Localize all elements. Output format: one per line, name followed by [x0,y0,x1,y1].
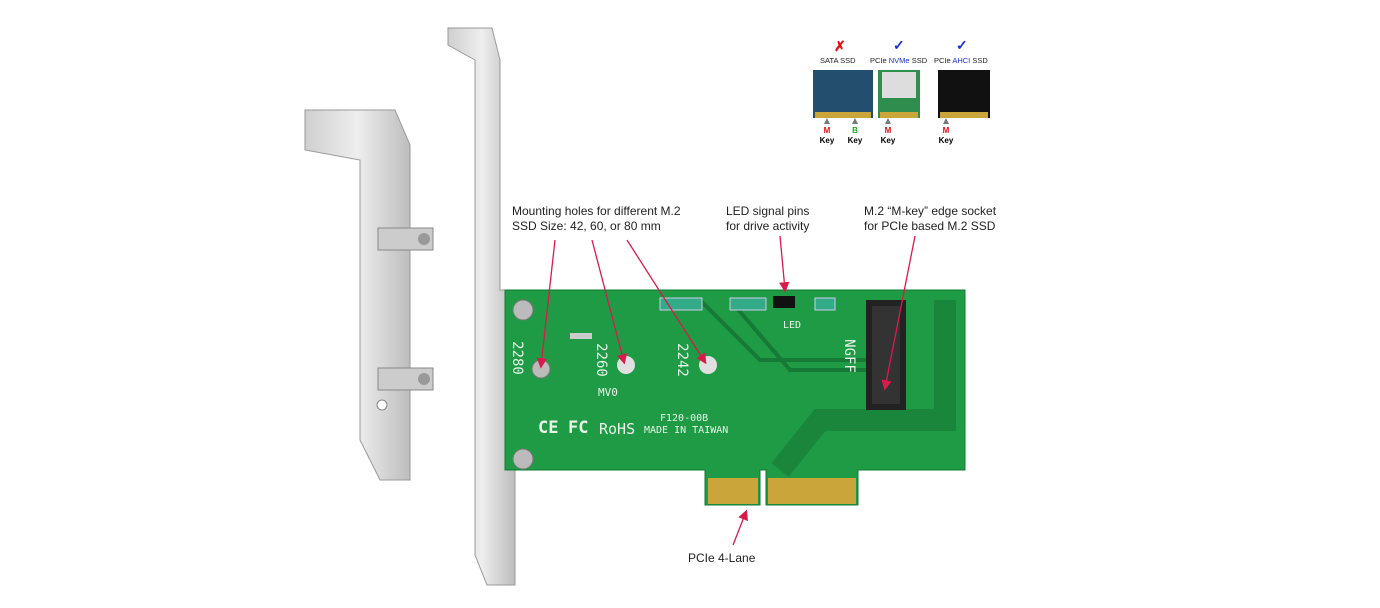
key-letter: M [942,126,950,135]
pcie-lane-annotation: PCIe 4-Lane [688,551,756,565]
mounting-holes-annotation: Mounting holes for different M.2 SSD Siz… [512,204,681,234]
key-letter: B [852,126,858,135]
pcb-label-rohs: RoHS [599,420,636,438]
pcb-label-led: LED [783,320,802,331]
annotation-line: LED signal pins [726,204,810,218]
pcb-label-model: F120-00B [660,413,709,424]
sata-ssd-label: SATA SSD [820,56,856,65]
label-accent: AHCI [952,56,971,65]
compatible-check-icon: ✓ [893,37,905,53]
pcb-label-ngff: NGFF [840,339,857,373]
key-letter: M [884,126,892,135]
ssd-comparison-images [813,70,990,124]
key-word: Key [880,136,896,145]
label-part: SSD [909,56,928,65]
annotation-line: for PCIe based M.2 SSD [864,219,996,233]
pcb-label-ce: CE [538,418,559,438]
low-profile-bracket [304,109,434,481]
key-word: Key [847,136,863,145]
label-accent: NVMe [888,56,910,65]
label-part: PCIe [934,56,953,65]
led-pins-annotation: LED signal pins for drive activity [726,204,809,234]
pcb-label-mv: MV0 [598,386,618,399]
key-word: Key [938,136,954,145]
pcb-label-origin: MADE IN TAIWAN [644,425,729,436]
key-letter: M [823,126,831,135]
full-height-bracket [447,27,516,586]
annotation-line: M.2 “M-key” edge socket [864,204,997,218]
annotation-arrows [536,235,916,546]
pcb-label-2242: 2242 [673,343,690,377]
ahci-ssd-label: PCIe AHCI SSD [934,56,988,65]
annotation-line: Mounting holes for different M.2 [512,204,681,218]
pcie-card [504,289,966,506]
edge-socket-annotation: M.2 “M-key” edge socket for PCIe based M… [864,204,996,234]
annotation-line: SSD Size: 42, 60, or 80 mm [512,219,661,233]
pcb-label-2260: 2260 [592,343,609,377]
led-header [773,296,795,308]
label-part: PCIe [870,56,889,65]
gold-fingers [708,478,856,504]
nvme-ssd-label: PCIe NVMe SSD [870,56,927,65]
pcb-label-2280: 2280 [508,341,525,375]
key-word: Key [819,136,835,145]
annotation-line: for drive activity [726,219,810,233]
compatible-check-icon: ✓ [956,37,968,53]
incompatible-x-icon: ✗ [834,38,846,54]
pcb-label-fc: FC [568,418,589,438]
label-part: SSD [970,56,988,65]
